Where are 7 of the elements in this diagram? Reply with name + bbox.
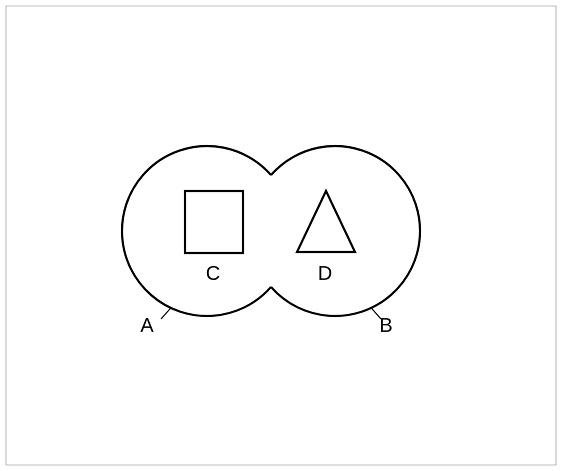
leader-line: [160, 306, 172, 320]
label: A: [140, 318, 154, 332]
shape-label: D: [319, 266, 332, 280]
shape-label: C: [206, 266, 220, 280]
leader-line: [370, 306, 382, 320]
label: B: [381, 318, 392, 332]
square: [184, 190, 244, 254]
